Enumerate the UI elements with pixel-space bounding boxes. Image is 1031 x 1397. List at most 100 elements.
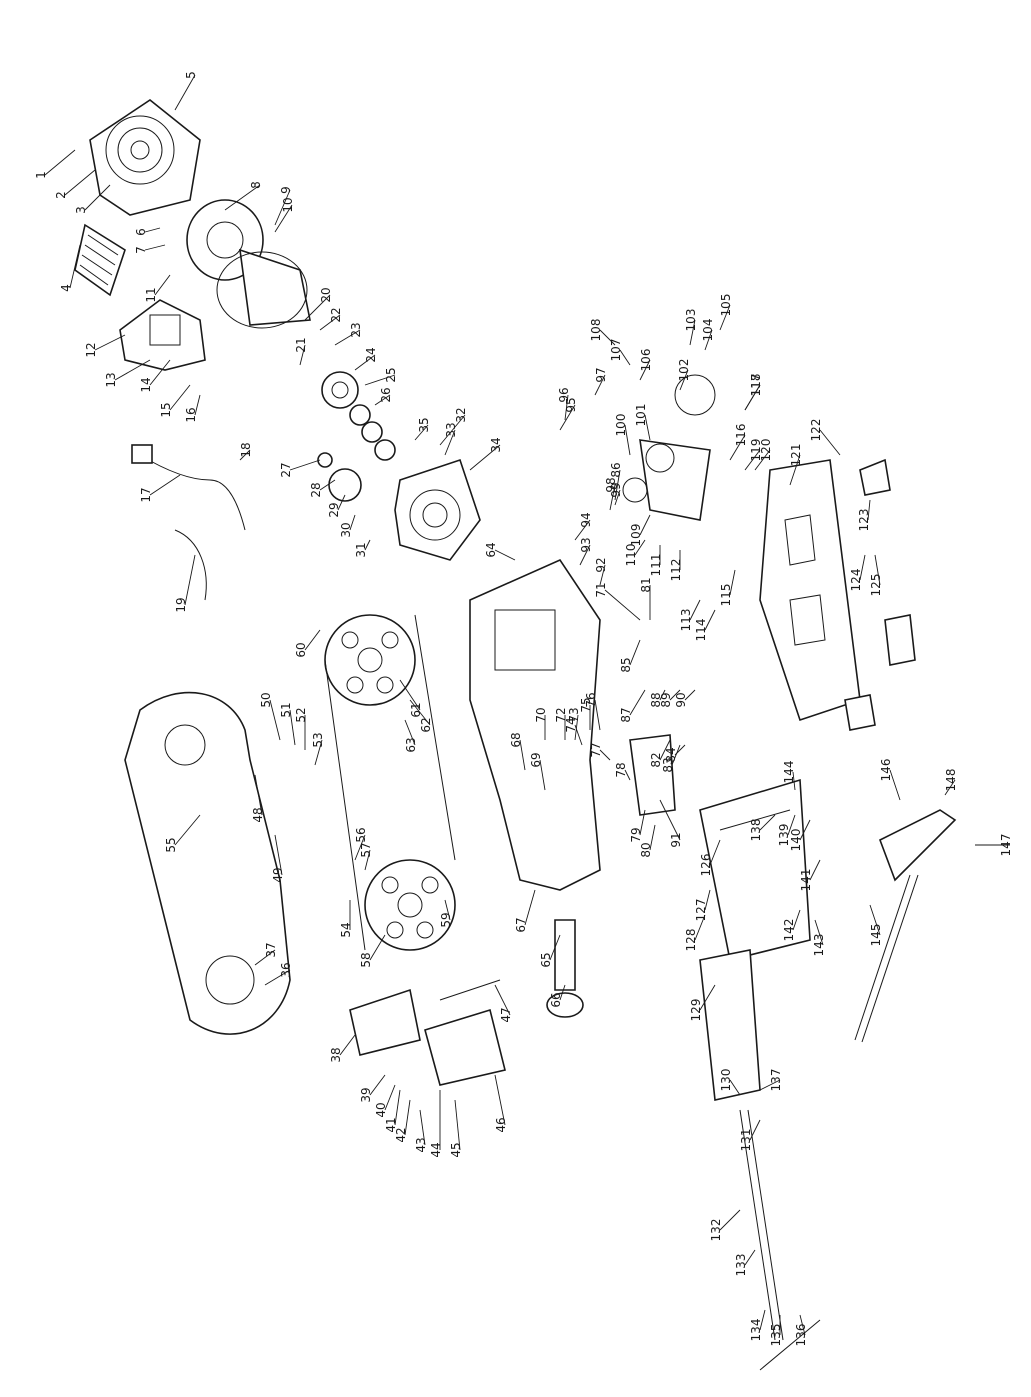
leader-line-59 — [444, 899, 451, 921]
callout-93: 93 — [579, 537, 593, 552]
leader-line-129 — [699, 984, 716, 1011]
leader-line-136 — [799, 1314, 806, 1336]
callout-100: 100 — [614, 414, 628, 437]
leader-line-131 — [749, 1119, 761, 1141]
leader-line-68 — [519, 739, 526, 771]
leader-line-107 — [619, 349, 631, 366]
leader-line-51 — [289, 709, 296, 746]
leader-line-138 — [759, 814, 776, 831]
callout-38: 38 — [329, 1047, 343, 1062]
leader-line-8 — [224, 184, 261, 211]
callout-60: 60 — [294, 642, 308, 657]
leader-line-133 — [744, 1249, 756, 1266]
motor-housing — [186, 199, 311, 329]
leader-line-125 — [874, 554, 881, 586]
leader-line-143 — [814, 919, 824, 946]
callout-18: 18 — [239, 442, 253, 457]
leader-line-56 — [354, 834, 366, 861]
callout-86: 86 — [609, 462, 623, 477]
callout-16: 16 — [184, 407, 198, 422]
leader-line-69 — [539, 759, 546, 791]
callout-133: 133 — [734, 1254, 748, 1277]
callout-62: 62 — [419, 717, 433, 732]
leader-line-31 — [364, 539, 371, 551]
callout-55: 55 — [164, 837, 178, 852]
leader-line-49 — [274, 834, 283, 876]
callout-81: 81 — [639, 577, 653, 592]
leader-line-82 — [659, 739, 671, 761]
callout-88: 88 — [649, 692, 663, 707]
callout-78: 78 — [614, 762, 628, 777]
leader-line-33 — [444, 429, 456, 456]
callout-95: 95 — [564, 397, 578, 412]
callout-63: 63 — [404, 737, 418, 752]
vise-jaw-blocks — [844, 458, 916, 731]
leader-line-45 — [454, 1099, 461, 1151]
leader-line-26 — [374, 394, 391, 406]
callout-142: 142 — [782, 919, 796, 942]
callout-37: 37 — [264, 942, 278, 957]
leader-line-42 — [404, 1099, 411, 1136]
callout-140: 140 — [789, 829, 803, 852]
callout-58: 58 — [359, 952, 373, 967]
leader-line-13 — [114, 359, 151, 381]
callout-107: 107 — [609, 339, 623, 362]
leader-line-21 — [299, 344, 306, 366]
callout-3: 3 — [74, 206, 88, 214]
callout-145: 145 — [869, 924, 883, 947]
callout-11: 11 — [144, 287, 158, 302]
callout-13: 13 — [104, 372, 118, 387]
callout-29: 29 — [327, 502, 341, 517]
callout-101: 101 — [634, 404, 648, 427]
cooling-grille — [74, 223, 126, 297]
callout-90: 90 — [674, 692, 688, 707]
callout-52: 52 — [294, 707, 308, 722]
callout-144: 144 — [782, 761, 796, 784]
callout-117: 117 — [749, 374, 763, 397]
leader-line-2 — [64, 169, 96, 196]
callout-6: 6 — [134, 228, 148, 236]
callout-121: 121 — [789, 444, 803, 467]
callout-79: 79 — [629, 827, 643, 842]
callout-85: 85 — [619, 657, 633, 672]
callout-30: 30 — [339, 522, 353, 537]
callout-41: 41 — [384, 1117, 398, 1132]
leader-line-88 — [659, 689, 666, 701]
callout-33: 33 — [444, 422, 458, 437]
leader-line-61 — [399, 679, 421, 711]
leader-line-93 — [579, 544, 591, 566]
callout-83: 83 — [661, 757, 675, 772]
leader-line-118 — [744, 384, 761, 411]
callout-118: 118 — [749, 374, 763, 397]
callout-127: 127 — [694, 899, 708, 922]
callout-47: 47 — [499, 1007, 513, 1022]
leader-line-14 — [149, 359, 171, 386]
callout-44: 44 — [429, 1142, 443, 1157]
leader-line-15 — [169, 384, 191, 411]
leader-line-141 — [809, 859, 821, 881]
leader-line-12 — [94, 334, 126, 351]
leader-line-76 — [594, 699, 601, 731]
leader-line-16 — [194, 394, 201, 416]
callout-49: 49 — [271, 867, 285, 882]
callout-39: 39 — [359, 1087, 373, 1102]
callout-132: 132 — [709, 1219, 723, 1242]
callout-2: 2 — [54, 191, 68, 199]
leader-line-46 — [494, 1074, 506, 1126]
callout-82: 82 — [649, 752, 663, 767]
gearbox-housing — [394, 458, 481, 561]
callout-108: 108 — [589, 319, 603, 342]
leader-line-67 — [524, 889, 536, 926]
callout-68: 68 — [509, 732, 523, 747]
leader-line-119 — [744, 449, 761, 471]
handle-knob — [546, 919, 584, 1018]
callout-21: 21 — [294, 337, 308, 352]
callout-26: 26 — [379, 387, 393, 402]
leader-line-123 — [867, 499, 871, 521]
callout-1: 1 — [34, 171, 48, 179]
power-cord — [131, 444, 246, 601]
leader-line-146 — [889, 769, 901, 801]
callout-4: 4 — [59, 284, 73, 292]
callout-110: 110 — [624, 544, 638, 567]
callout-104: 104 — [701, 319, 715, 342]
